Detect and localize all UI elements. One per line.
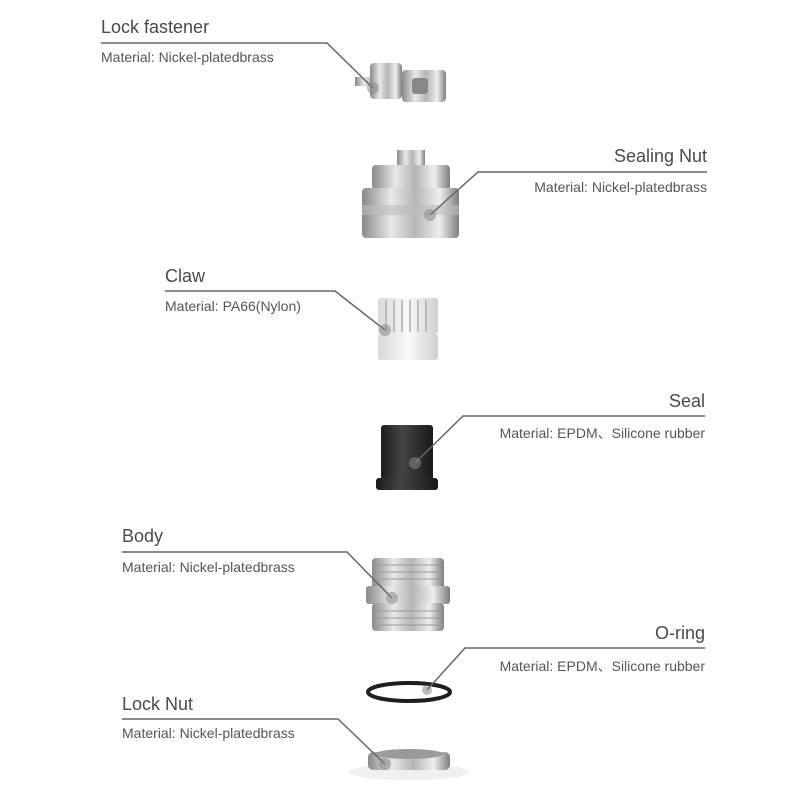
part-title-o-ring: O-ring	[654, 623, 705, 643]
part-title-claw: Claw	[165, 266, 206, 286]
part-material-claw: Material: PA66(Nylon)	[165, 298, 301, 314]
part-material-lock-fastener: Material: Nickel-platedbrass	[101, 49, 274, 65]
part-material-lock-nut: Material: Nickel-platedbrass	[122, 725, 295, 741]
part-material-sealing-nut: Material: Nickel-platedbrass	[534, 179, 707, 195]
leader-lines	[101, 42, 707, 765]
part-title-lock-nut: Lock Nut	[122, 694, 194, 714]
part-material-body: Material: Nickel-platedbrass	[122, 559, 295, 575]
body-part	[366, 558, 450, 631]
claw-part	[378, 298, 438, 360]
lock-fastener-part	[355, 63, 446, 102]
lock-nut-part	[349, 749, 469, 780]
seal-part	[376, 425, 438, 490]
o-ring-part	[366, 681, 452, 703]
sealing-nut-part	[362, 150, 459, 238]
part-title-sealing-nut: Sealing Nut	[613, 146, 707, 166]
part-title-seal: Seal	[668, 391, 705, 411]
part-title-lock-fastener: Lock fastener	[101, 17, 210, 37]
part-material-seal: Material: EPDM、Silicone rubber	[499, 425, 705, 441]
leader-dots	[367, 82, 436, 770]
part-title-body: Body	[122, 526, 164, 546]
part-material-o-ring: Material: EPDM、Silicone rubber	[499, 658, 705, 674]
